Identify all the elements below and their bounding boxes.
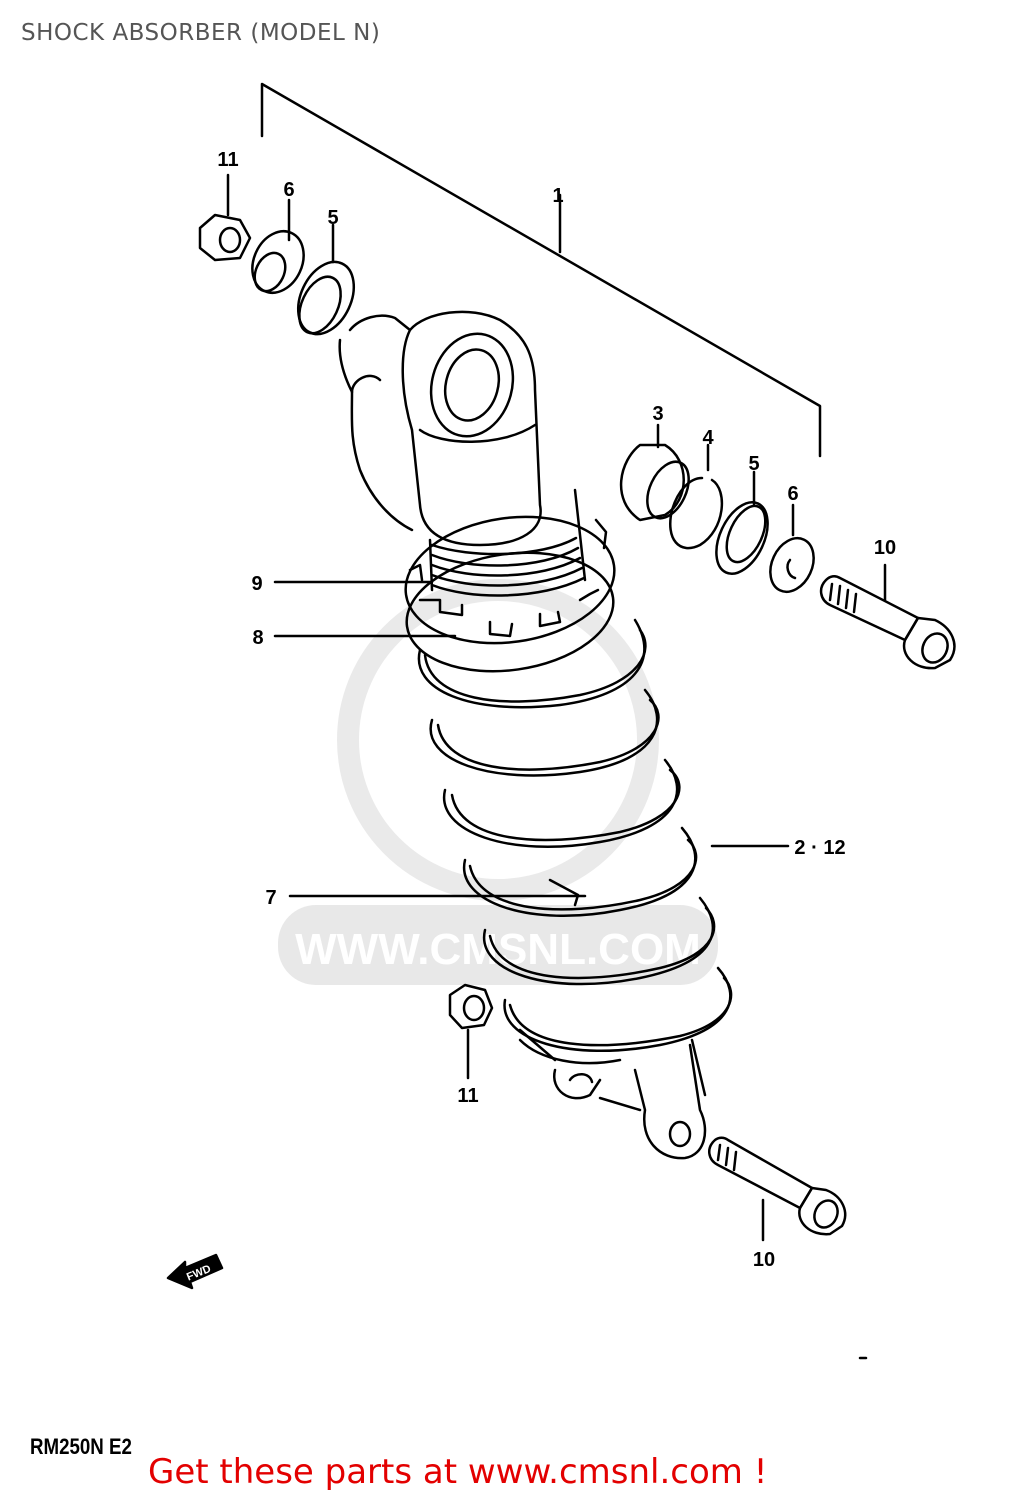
callout-6-right: 6 xyxy=(787,483,798,505)
circlip-4 xyxy=(669,443,724,550)
callout-5-right: 5 xyxy=(748,453,759,475)
callout-3: 3 xyxy=(652,403,663,425)
model-code: RM250N E2 xyxy=(30,1434,132,1459)
callout-2-12: 2 · 12 xyxy=(794,837,845,859)
watermark: WWW.CMSNL.COM xyxy=(278,579,718,985)
bearing-3 xyxy=(619,423,690,522)
callout-6-top: 6 xyxy=(283,179,294,201)
coil-spring xyxy=(417,618,733,1065)
footer-link-text[interactable]: Get these parts at www.cmsnl.com ! xyxy=(148,1452,768,1492)
bolt-10-right xyxy=(819,563,956,670)
collar-6-top xyxy=(251,198,305,294)
seal-5-top xyxy=(296,223,356,336)
watermark-text: WWW.CMSNL.COM xyxy=(295,925,701,974)
callout-4: 4 xyxy=(702,427,714,449)
callout-9: 9 xyxy=(251,573,262,595)
nut-11-top xyxy=(198,173,252,262)
bolt-10-bottom xyxy=(708,1136,847,1242)
adjuster-rings xyxy=(404,515,616,673)
lower-clevis xyxy=(518,1028,707,1160)
assembly-bracket xyxy=(260,82,822,458)
callout-8: 8 xyxy=(252,627,263,649)
collar-6-right xyxy=(769,503,815,593)
page-title: SHOCK ABSORBER (MODEL N) xyxy=(21,20,381,46)
callout-11-bottom: 11 xyxy=(457,1085,478,1107)
callout-7: 7 xyxy=(265,887,276,909)
top-eye-mount xyxy=(401,310,542,547)
forward-arrow xyxy=(166,1253,224,1290)
callout-10-bottom: 10 xyxy=(753,1249,775,1271)
callout-1: 1 xyxy=(552,185,563,207)
callout-10-right: 10 xyxy=(874,537,896,559)
seal-5-right xyxy=(715,470,769,575)
nut-11-bottom xyxy=(448,983,494,1080)
callout-5-top: 5 xyxy=(327,207,338,229)
callout-labels: 11 6 5 1 3 4 5 6 10 9 8 2 · 12 7 11 10 F… xyxy=(185,149,896,1283)
reservoir-body xyxy=(338,314,414,532)
leader-lines xyxy=(273,580,790,898)
callout-11-top: 11 xyxy=(217,149,238,171)
